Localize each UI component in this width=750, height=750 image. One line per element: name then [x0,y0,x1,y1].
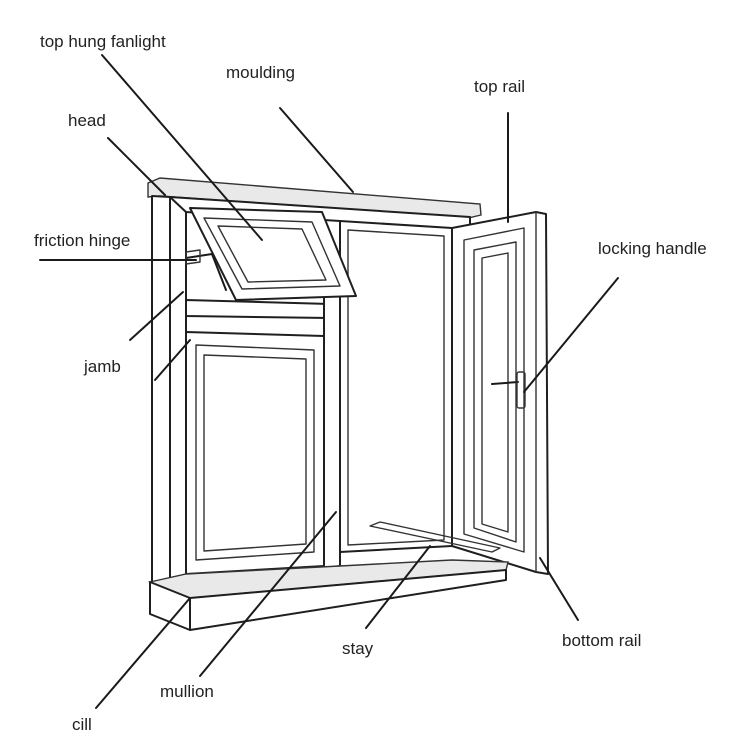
leader-top-hung-fanlight [101,54,263,241]
outer-frame [151,195,171,584]
label-moulding: moulding [226,63,295,82]
labels: top hung fanlight moulding top rail head… [34,32,707,734]
label-jamb: jamb [83,357,121,376]
label-locking-handle: locking handle [598,239,707,258]
leader-bottom-rail [539,557,579,621]
leader-lines [39,54,619,709]
friction-hinge-arm [185,252,227,291]
opening-inner [347,229,445,546]
transom-rail [185,299,331,319]
cill-face [189,569,507,631]
leader-jamb [129,291,184,341]
lower-pane-glass [203,354,307,552]
leader-jamb-2 [154,339,191,381]
left-jamb-face [169,196,187,583]
lower-pane-frame [185,331,325,575]
casement-bead [481,252,509,533]
label-stay: stay [342,639,374,658]
fanlight-sash-inner [203,217,341,290]
label-bottom-rail: bottom rail [562,631,641,650]
leader-locking-handle [523,277,619,393]
label-mullion: mullion [160,682,214,701]
stay-bar [369,521,501,553]
leader-stay [365,545,431,629]
leader-moulding [279,107,354,193]
label-top-hung-fanlight: top hung fanlight [40,32,166,51]
casement-sash [451,211,549,575]
leader-mullion [199,511,337,677]
label-head: head [68,111,106,130]
opening-frame [339,220,453,553]
lower-pane-sash [195,344,315,561]
window-drawing [147,177,549,631]
label-top-rail: top rail [474,77,525,96]
locking-handle-lever [491,381,519,385]
label-friction-hinge: friction hinge [34,231,130,250]
leader-head [107,137,166,196]
label-cill: cill [72,715,92,734]
casement-stile-inner [463,227,525,553]
fanlight-sash [189,207,357,301]
casement-glass [473,241,517,543]
leader-cill [95,597,191,709]
fanlight-glass [217,225,327,283]
